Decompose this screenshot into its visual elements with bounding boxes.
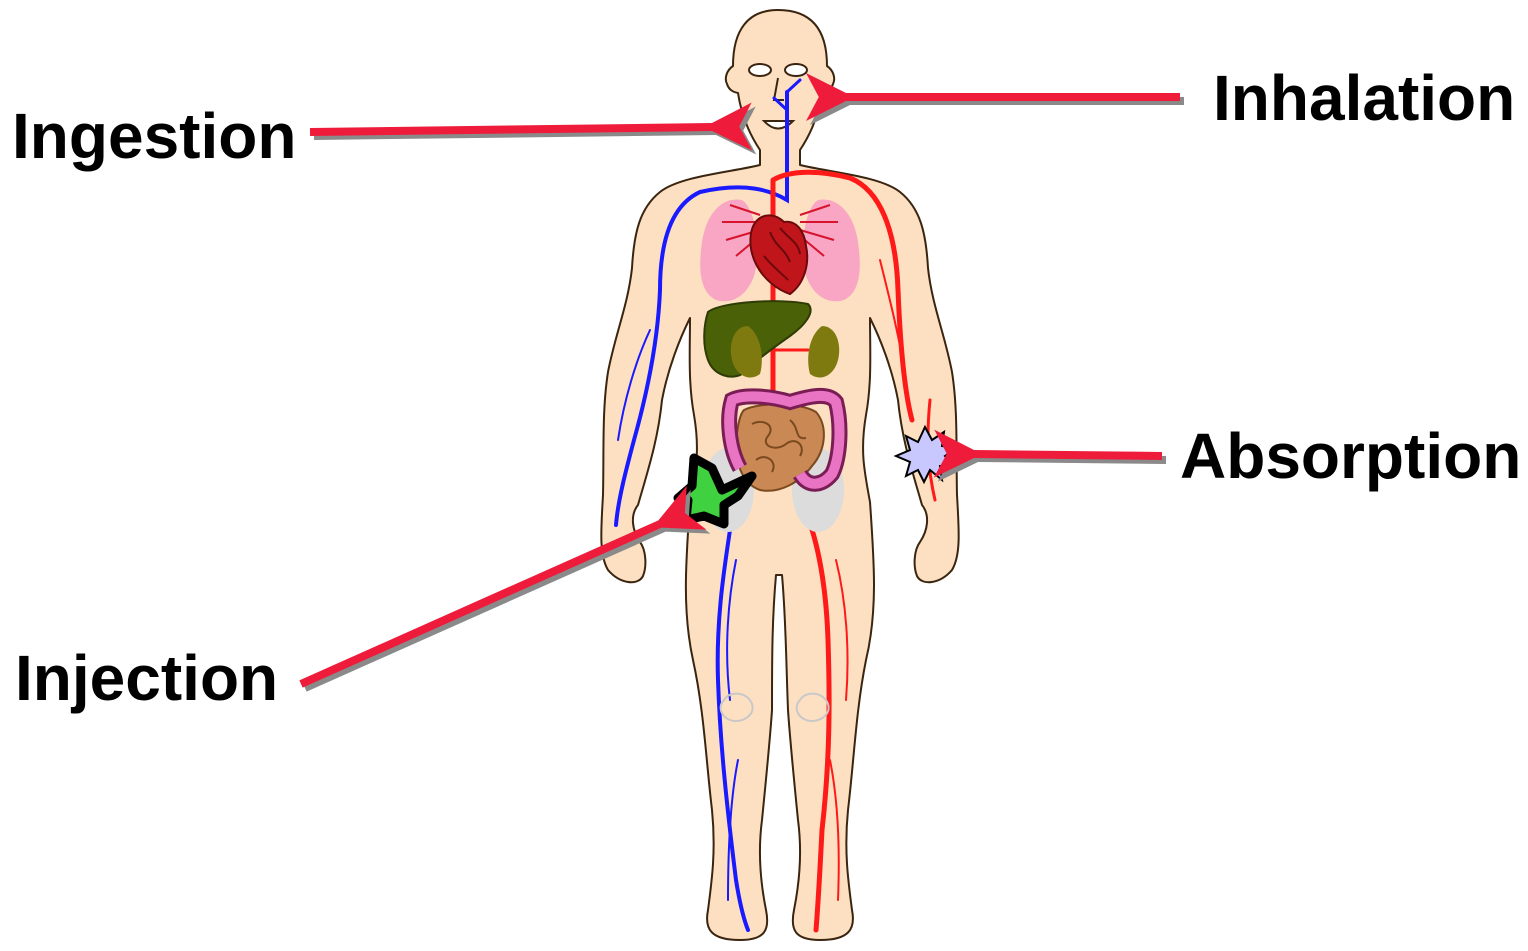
absorption-arrow xyxy=(974,454,1166,460)
human-body-icon xyxy=(601,10,958,940)
injection-label: Injection xyxy=(15,646,278,710)
right-eye xyxy=(785,64,807,76)
inhalation-arrow xyxy=(846,97,1184,101)
injection-arrow xyxy=(301,524,664,688)
left-eye xyxy=(749,64,771,76)
ingestion-label: Ingestion xyxy=(12,104,296,168)
ingestion-arrow xyxy=(310,127,716,136)
absorption-label: Absorption xyxy=(1180,424,1521,488)
inhalation-label: Inhalation xyxy=(1213,66,1515,130)
